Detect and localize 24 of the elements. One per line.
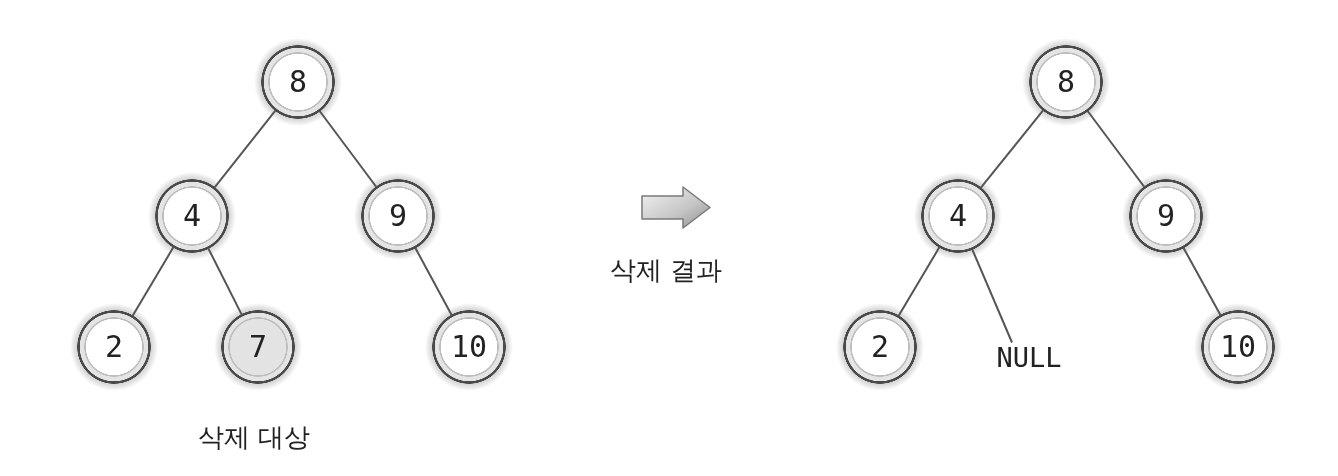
node-value: 8	[288, 67, 308, 97]
tree-edge	[971, 248, 1013, 344]
tree-edge	[897, 246, 941, 317]
node-value: 4	[948, 201, 968, 231]
node-value: 9	[388, 201, 408, 231]
node-value: 8	[1056, 67, 1076, 97]
node-value: 2	[104, 332, 124, 362]
tree-edge	[131, 246, 175, 317]
node-value: 4	[182, 201, 202, 231]
tree-edge	[207, 247, 243, 316]
tree-edge	[318, 110, 378, 188]
tree-edge	[979, 109, 1045, 189]
node-value: 10	[1219, 332, 1257, 362]
node-value: 10	[450, 332, 488, 362]
tree-edge	[213, 109, 277, 189]
tree-edge	[414, 247, 453, 316]
node-value: 7	[248, 332, 268, 362]
caption-text: 삭제 결과	[609, 255, 723, 285]
null-pointer-label: NULL	[996, 343, 1062, 371]
tree-edge	[1086, 110, 1146, 188]
node-value: 2	[870, 332, 890, 362]
node-caption: 삭제 대상	[197, 422, 311, 452]
tree-edge	[1182, 247, 1222, 316]
node-value: 9	[1156, 201, 1176, 231]
